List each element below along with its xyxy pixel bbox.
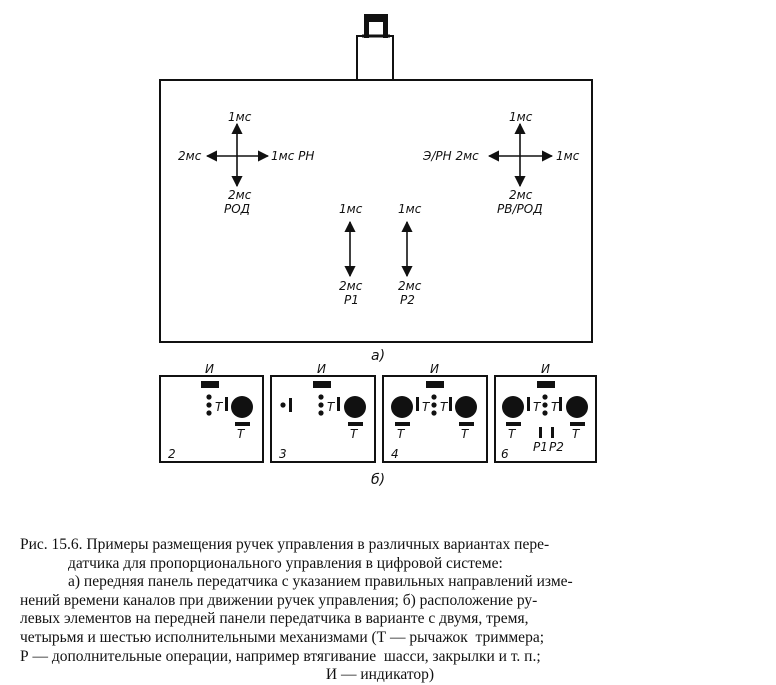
trim-label: Т <box>327 400 336 414</box>
caption-line: четырьмя и шестью исполнительными механи… <box>20 628 545 646</box>
panel-number: 3 <box>279 447 287 461</box>
left-stick-right-label: 1мс РН <box>271 149 314 163</box>
trim-label: Т <box>551 400 560 414</box>
caption-line: левых элементов на передней панели перед… <box>20 610 529 628</box>
caption-line: а) передняя панель передатчика с указани… <box>68 573 573 591</box>
caption-line: датчика для пропорционального управления… <box>68 554 503 572</box>
p2-label: Р2 <box>549 440 564 454</box>
left-stick-down-label: 2мс <box>228 188 252 202</box>
p2-up-label: 1мс <box>398 202 422 216</box>
front-panel <box>159 79 593 343</box>
p1-down-label: 2мс <box>339 279 363 293</box>
trim-label: Т <box>237 427 246 441</box>
left-stick-down-sub-label: РОД <box>224 202 250 216</box>
panel-variant-6: Т Т И Т Т Р1 Р2 6 <box>494 362 597 463</box>
panel-variant-2: И Т Т 2 <box>159 362 264 463</box>
trim-label: Т <box>440 400 449 414</box>
p1-name-label: Р1 <box>344 293 359 307</box>
panel-number: 2 <box>168 447 176 461</box>
right-stick-cross <box>487 122 554 188</box>
panel-number: 6 <box>501 447 509 461</box>
panel-variant-4: Т Т И Т Т 4 <box>382 362 488 463</box>
trim-label: Т <box>508 427 517 441</box>
right-stick-right-label: 1мс <box>556 149 580 163</box>
left-stick-left-label: 2мс <box>178 149 202 163</box>
right-stick-left-label: Э/РН 2мс <box>422 149 479 163</box>
indicator-label: И <box>317 362 326 376</box>
trim-label: Т <box>397 427 406 441</box>
caption-line: нений времени каналов при движении ручек… <box>20 591 538 609</box>
indicator-label: И <box>205 362 214 376</box>
left-stick-cross <box>205 122 270 188</box>
trim-label: Т <box>350 427 359 441</box>
p2-down-label: 2мс <box>398 279 422 293</box>
indicator-label: И <box>541 362 550 376</box>
panel-a-label: а) <box>371 348 385 364</box>
antenna <box>356 14 394 81</box>
p2-name-label: Р2 <box>400 293 415 307</box>
trim-label: Т <box>572 427 581 441</box>
panel-variant-3: И Т Т 3 <box>270 362 376 463</box>
trim-label: Т <box>215 400 224 414</box>
trim-label: Т <box>461 427 470 441</box>
right-stick-up-label: 1мс <box>509 110 533 124</box>
caption-line: И — индикатор) <box>325 666 435 684</box>
panel-b-label: б) <box>371 472 385 488</box>
trim-label: Т <box>533 400 542 414</box>
right-stick-down-sub-label: РВ/РОД <box>497 202 543 216</box>
caption-line: Р — дополнительные операции, например вт… <box>20 647 541 665</box>
p1-label: Р1 <box>533 440 548 454</box>
transmitter-figure: 1мс 2мс 1мс РН 2мс РОД 1мс Э/РН 2мс 1мс … <box>159 14 597 488</box>
trim-label: Т <box>422 400 431 414</box>
caption-line: Рис. 15.6. Примеры размещения ручек упра… <box>20 536 550 553</box>
right-stick-down-label: 2мс <box>509 188 533 202</box>
p1-up-label: 1мс <box>339 202 363 216</box>
panel-number: 4 <box>391 447 399 461</box>
figure-caption: Рис. 15.6. Примеры размещения ручек упра… <box>20 536 740 685</box>
indicator-label: И <box>430 362 439 376</box>
left-stick-up-label: 1мс <box>228 110 252 124</box>
